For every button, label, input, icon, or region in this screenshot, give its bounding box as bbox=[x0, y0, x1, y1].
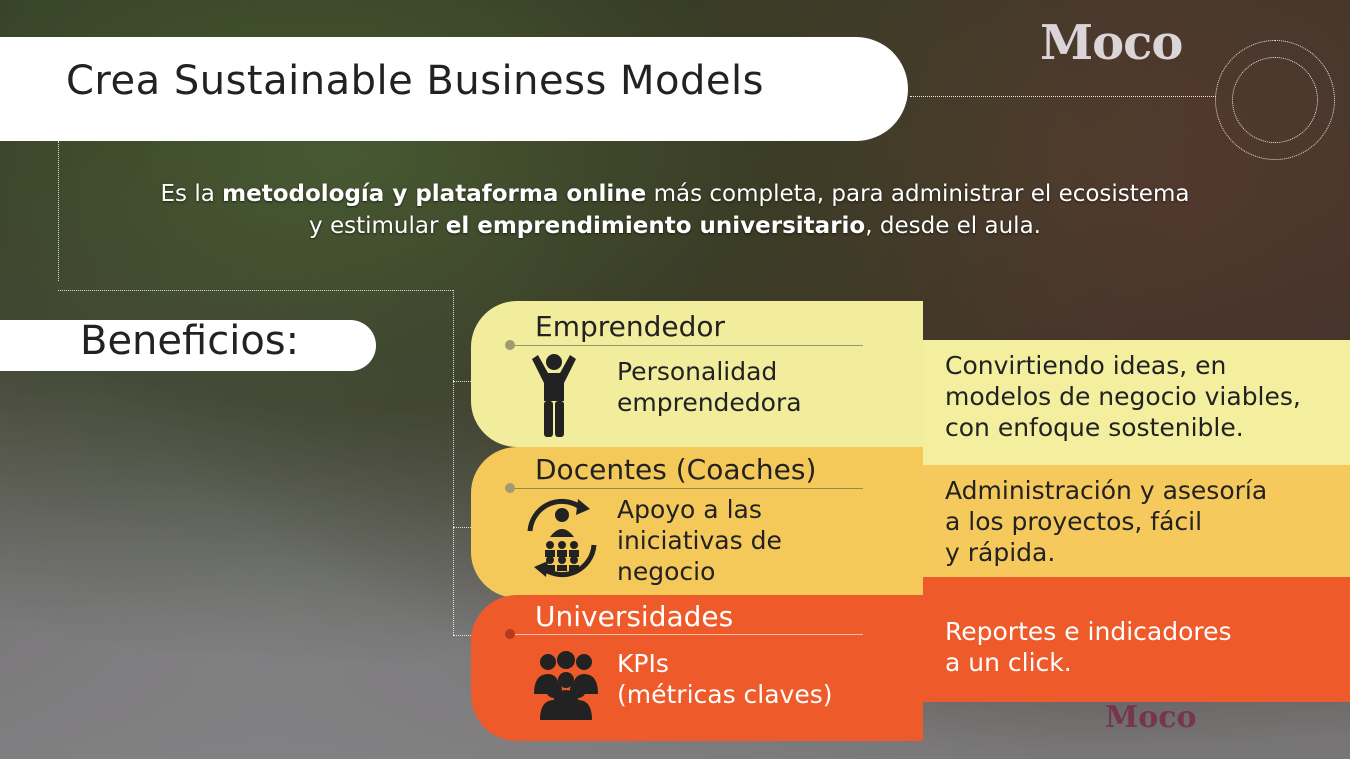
decorative-dotted-line bbox=[453, 527, 473, 528]
coach-group-cycle-icon bbox=[527, 498, 597, 578]
card-description-line: (métricas claves) bbox=[617, 680, 833, 709]
background-sign-bottom: Moco bbox=[1105, 700, 1197, 735]
page-title: Crea Sustainable Business Models bbox=[66, 58, 764, 104]
benefit-text-line: Convirtiendo ideas, en bbox=[945, 351, 1227, 380]
intro-bold-text: metodología y plataforma online bbox=[222, 181, 647, 207]
decorative-dotted-ring bbox=[1215, 40, 1335, 160]
title-banner bbox=[0, 37, 908, 141]
decorative-dotted-ring-inner bbox=[1232, 57, 1318, 143]
people-group-icon bbox=[534, 651, 598, 720]
card-bullet bbox=[505, 629, 515, 639]
intro-text: y estimular bbox=[309, 213, 446, 239]
decorative-dotted-line bbox=[453, 381, 473, 382]
benefit-panel-1 bbox=[923, 340, 1350, 465]
background-sign-top: Moco bbox=[1040, 15, 1183, 71]
card-title: Emprendedor bbox=[535, 310, 726, 343]
benefit-text: Convirtiendo ideas, en modelos de negoci… bbox=[945, 350, 1301, 443]
benefit-text-line: Administración y asesoría bbox=[945, 476, 1268, 505]
benefit-text-line: a los proyectos, fácil bbox=[945, 507, 1203, 536]
card-description-line: iniciativas de bbox=[617, 526, 782, 555]
card-divider bbox=[510, 634, 863, 635]
benefit-text-line: a un click. bbox=[945, 648, 1072, 677]
card-description-line: negocio bbox=[617, 557, 716, 586]
decorative-dotted-line bbox=[453, 635, 473, 636]
decorative-dotted-line bbox=[58, 141, 59, 281]
intro-text: más completa, para administrar el ecosis… bbox=[646, 181, 1190, 207]
benefit-text-line: con enfoque sostenible. bbox=[945, 413, 1244, 442]
benefit-text-line: modelos de negocio viables, bbox=[945, 382, 1301, 411]
card-description-line: emprendedora bbox=[617, 388, 802, 417]
intro-text: , desde el aula. bbox=[865, 213, 1041, 239]
benefit-panel-3 bbox=[923, 577, 1350, 702]
card-divider bbox=[510, 345, 863, 346]
intro-text: Es la bbox=[160, 181, 223, 207]
card-title: Docentes (Coaches) bbox=[535, 453, 817, 486]
card-description: Apoyo a las iniciativas de negocio bbox=[617, 494, 782, 587]
benefit-text-line: Reportes e indicadores bbox=[945, 617, 1232, 646]
card-description: Personalidad emprendedora bbox=[617, 356, 802, 418]
decorative-dotted-line bbox=[58, 290, 453, 291]
benefits-heading: Beneficios: bbox=[80, 318, 300, 364]
benefit-text: Administración y asesoría a los proyecto… bbox=[945, 475, 1267, 568]
benefit-text: Reportes e indicadores a un click. bbox=[945, 616, 1232, 678]
benefit-text-line: y rápida. bbox=[945, 538, 1056, 567]
card-description-line: Apoyo a las bbox=[617, 495, 762, 524]
decorative-dotted-line bbox=[453, 290, 454, 635]
benefit-panel-2 bbox=[923, 465, 1350, 577]
card-description-line: Personalidad bbox=[617, 357, 778, 386]
benefits-banner bbox=[0, 320, 376, 371]
decorative-dotted-line bbox=[910, 96, 1216, 97]
card-bullet bbox=[505, 340, 515, 350]
intro-bold-text: el emprendimiento universitario bbox=[445, 213, 866, 239]
card-description: KPIs (métricas claves) bbox=[617, 648, 833, 710]
card-title: Universidades bbox=[535, 600, 734, 633]
card-bullet bbox=[505, 483, 515, 493]
intro-paragraph: Es la metodología y plataforma online má… bbox=[70, 178, 1280, 242]
card-divider bbox=[510, 488, 863, 489]
card-description-line: KPIs bbox=[617, 649, 669, 678]
person-arms-raised-icon bbox=[532, 354, 576, 437]
